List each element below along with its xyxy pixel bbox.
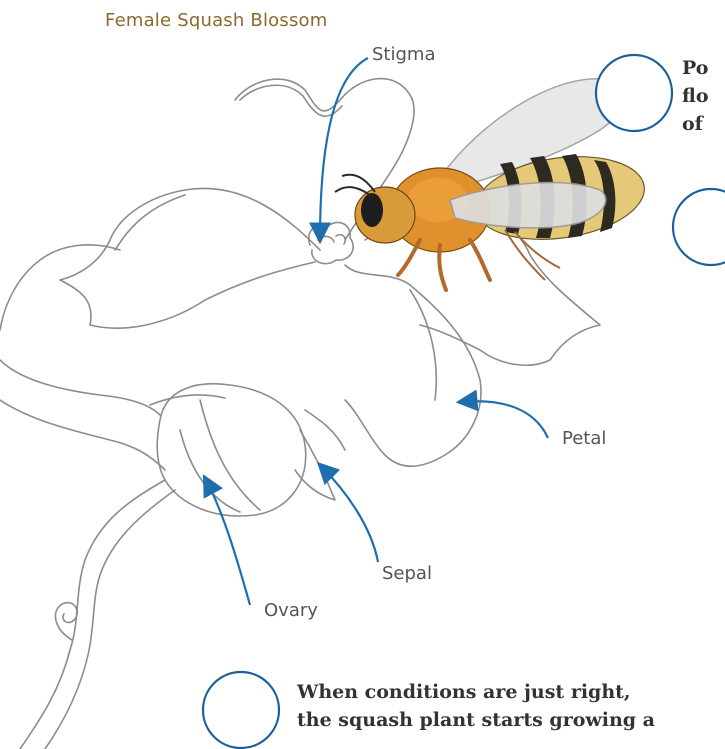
step-1-line-1: Po (682, 54, 709, 82)
sepal-label: Sepal (382, 563, 432, 584)
step-circle-3 (203, 672, 279, 748)
step-circle-1 (596, 55, 672, 131)
step-3-text: When conditions are just right, the squa… (297, 678, 655, 734)
step-1-line-3: of (682, 110, 709, 138)
step-3-line-2: the squash plant starts growing a (297, 706, 655, 734)
petal-arrow (460, 401, 548, 438)
step-circle-2 (673, 189, 725, 265)
step-3-line-1: When conditions are just right, (297, 678, 655, 706)
step-1-line-2: flo (682, 82, 709, 110)
stigma-label: Stigma (372, 44, 435, 65)
ovary-arrow (205, 478, 250, 605)
ovary-label: Ovary (264, 600, 318, 621)
petal-label: Petal (562, 428, 606, 449)
step-1-text: Po flo of (682, 54, 709, 138)
sepal-arrow (320, 465, 378, 562)
